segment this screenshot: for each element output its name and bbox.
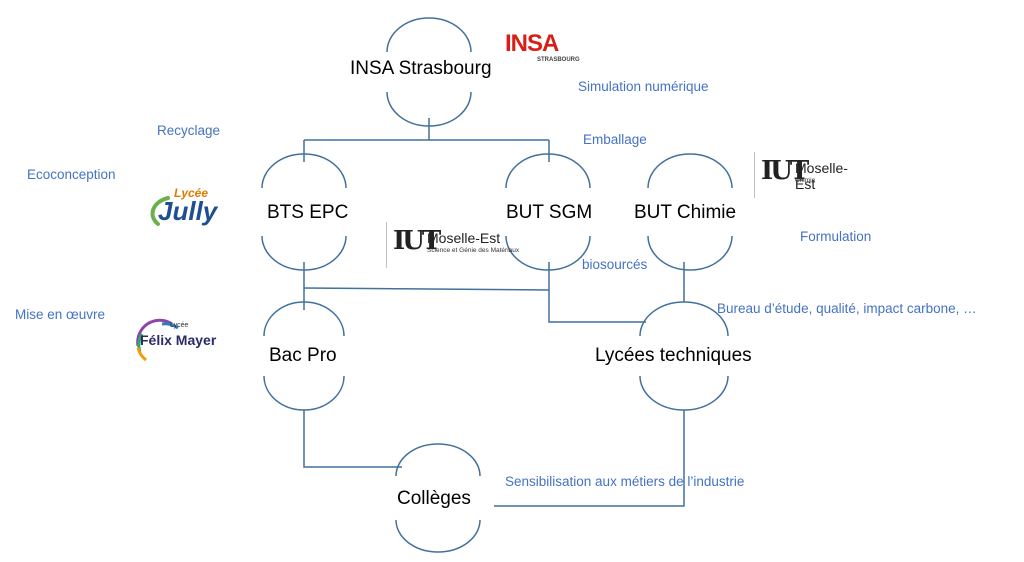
but-chimie-arc-bottom (647, 235, 733, 271)
jully-logo-top: Lycée (174, 186, 209, 200)
iut-logo-name: Moselle-Est (795, 160, 848, 192)
node-but-sgm: BUT SGM (506, 202, 593, 223)
node-insa-strasbourg: INSA Strasbourg (350, 58, 492, 79)
felix-logo-word: Félix Mayer (140, 332, 217, 348)
but-sgm-arc-top (505, 153, 591, 189)
iut-moselle-est-sgm-logo: IUT Moselle-Est Science et Génie des Mat… (386, 222, 527, 268)
iut-logo-mark: IUT (393, 226, 441, 256)
topic-bureau-etude: Bureau d’étude, qualité, impact carbone,… (717, 301, 977, 316)
felix-ring-icon (136, 318, 179, 362)
but-chimie-arc-top (647, 153, 733, 189)
topic-sensibilisation: Sensibilisation aux métiers de l’industr… (505, 474, 745, 489)
insa-logo-sub: STRASBOURG (537, 57, 580, 63)
but-sgm-arc-bottom (505, 235, 591, 271)
insa-logo: INSA STRASBOURG (503, 30, 580, 66)
lycees-arc-bottom (639, 375, 729, 411)
insa-logo-word: INSA (505, 30, 559, 57)
iut-logo-sub: Chimie (795, 177, 816, 184)
topic-recyclage: Recyclage (157, 123, 221, 138)
topic-mise-en-oeuvre: Mise en œuvre (15, 307, 106, 322)
insa-arc-top (386, 17, 472, 53)
node-but-chimie: BUT Chimie (634, 202, 737, 223)
connector-sgm-lycees (548, 262, 646, 323)
topic-simulation-numerique: Simulation numérique (578, 79, 709, 94)
jully-logo-word: Jully (158, 196, 218, 226)
iut-logo-sub: Science et Génie des Matériaux (427, 247, 520, 254)
colleges-arc-bottom (395, 519, 481, 553)
node-colleges: Collèges (397, 488, 471, 509)
felix-logo-top: Lycée (170, 322, 189, 329)
lycee-jully-logo: Lycée Jully (148, 186, 220, 230)
node-bts-epc: BTS EPC (267, 202, 349, 223)
topic-emballage: Emballage (583, 132, 647, 147)
connector-bacpro-colleges (303, 410, 402, 468)
iut-logo-name: Moselle-Est (427, 230, 501, 246)
lycees-arc-top (639, 301, 729, 337)
connector-lycees-colleges (494, 410, 685, 507)
lycee-felix-mayer-logo: Lycée Félix Mayer (132, 318, 222, 368)
jully-swoosh-icon (150, 196, 170, 226)
node-bac-pro: Bac Pro (269, 345, 337, 366)
connector-cross (303, 287, 550, 291)
colleges-arc-top (395, 443, 481, 477)
topic-formulation: Formulation (800, 229, 872, 244)
topic-ecoconception: Ecoconception (27, 167, 116, 182)
iut-logo-mark: IUT (761, 156, 809, 186)
iut-moselle-est-chimie-logo: IUT Moselle-Est Chimie (754, 152, 867, 198)
topic-biosources: biosourcés (582, 257, 648, 272)
connector-insa-tree (303, 118, 550, 162)
bac-pro-arc-bottom (263, 375, 345, 411)
node-lycees-techniques: Lycées techniques (595, 345, 752, 366)
